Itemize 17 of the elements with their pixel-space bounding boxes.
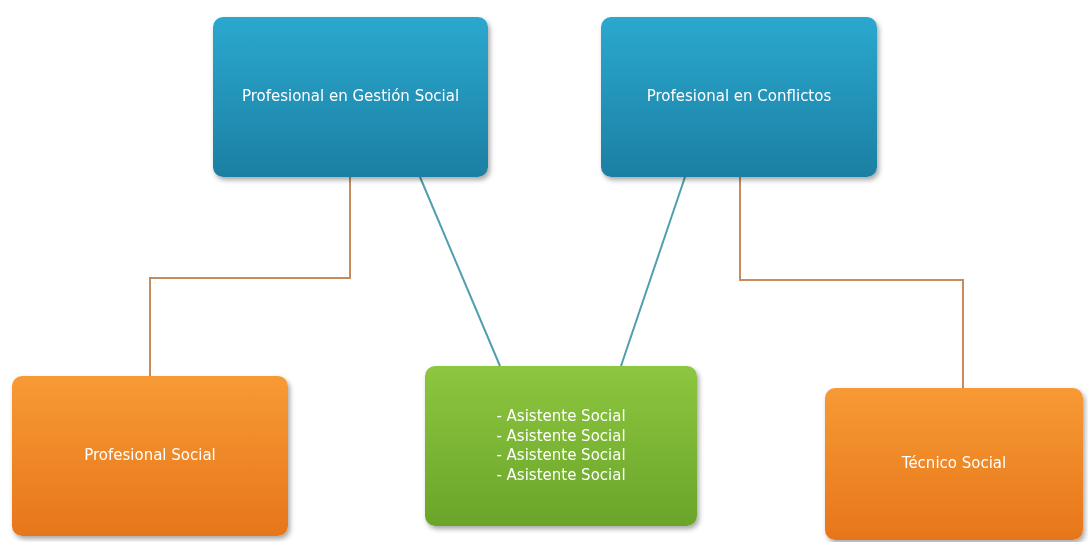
role-box [601, 17, 877, 177]
role-label: - Asistente Social [495, 426, 627, 446]
role-label: - Asistente Social [495, 407, 627, 427]
role-box [425, 366, 697, 526]
role-label: Profesional en Gestión Social [240, 87, 461, 107]
connector-line [620, 176, 686, 367]
role-label: Técnico Social [900, 454, 1008, 474]
connector-line [149, 176, 351, 377]
role-box [825, 388, 1083, 540]
role-label: Profesional Social [83, 446, 217, 466]
role-box [213, 17, 488, 177]
role-label: Profesional en Conflictos [645, 87, 833, 107]
role-label: - Asistente Social [495, 446, 627, 466]
connector-line [739, 176, 964, 389]
connector-line [419, 176, 501, 367]
role-box [12, 376, 288, 536]
role-label: - Asistente Social [495, 465, 627, 485]
